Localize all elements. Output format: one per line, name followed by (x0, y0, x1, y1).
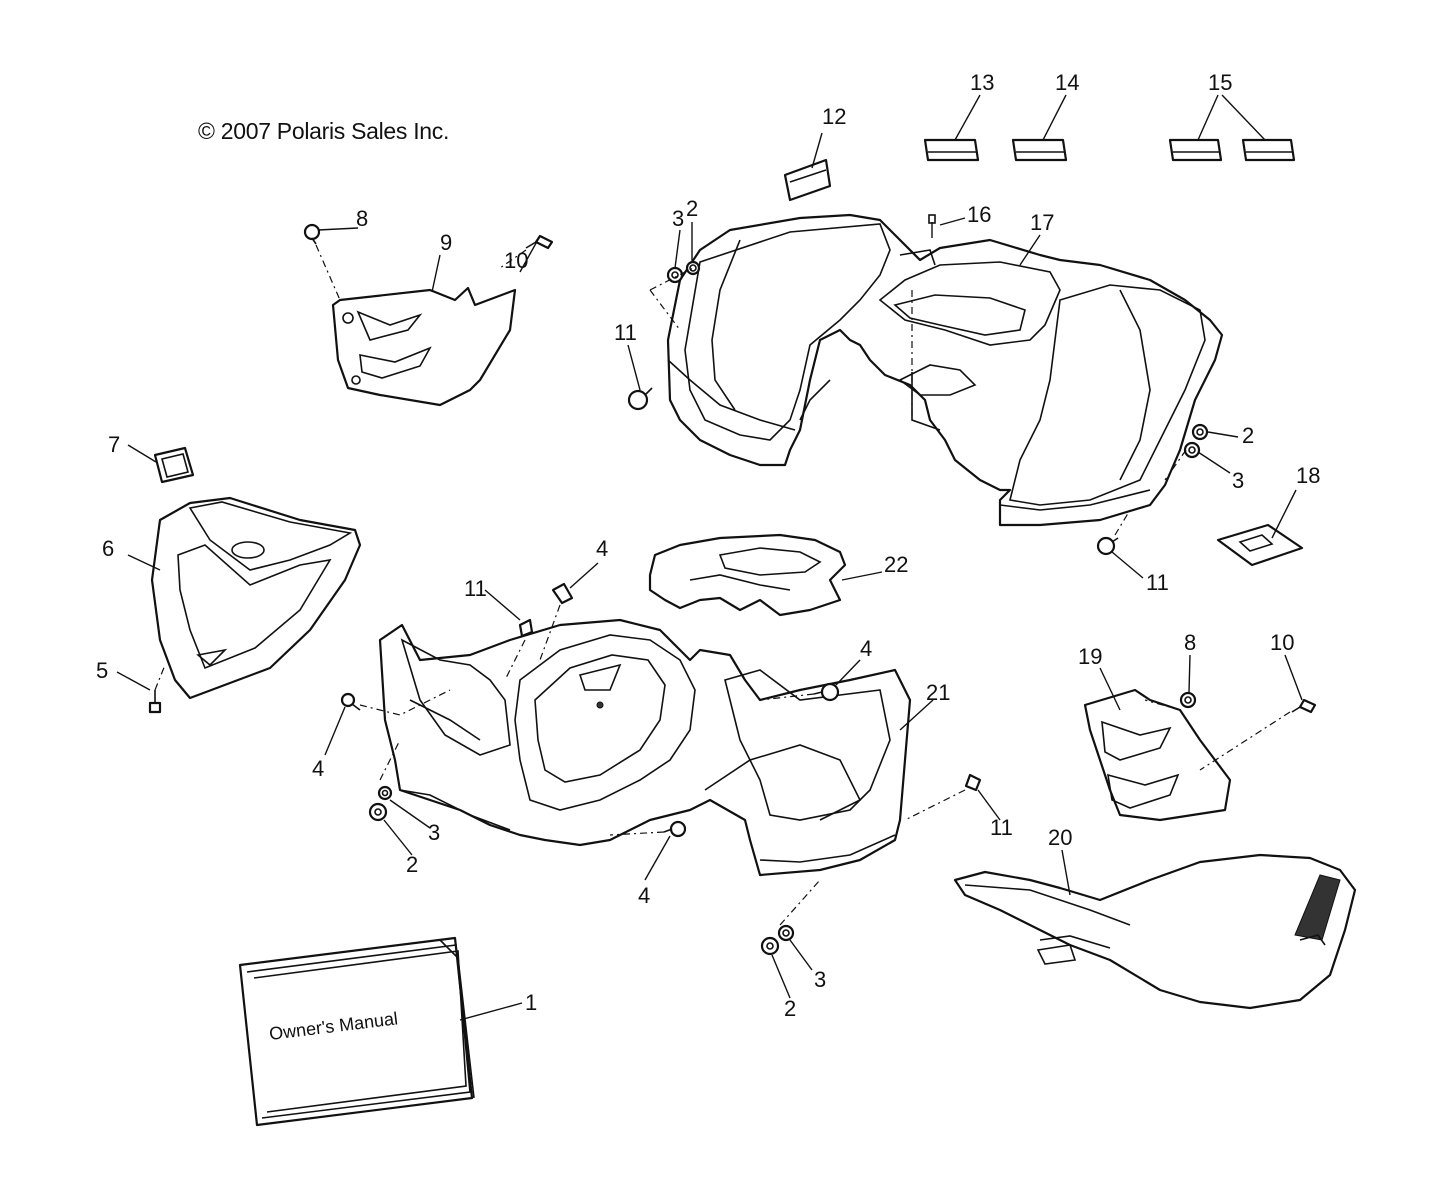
callout-4-lower: 4 (638, 883, 650, 908)
callout-2-bottom: 2 (784, 996, 796, 1021)
alignment-lines (154, 244, 1291, 926)
callout-20: 20 (1048, 825, 1072, 850)
part-12-bracket (783, 158, 832, 202)
callout-11-mid: 11 (464, 576, 487, 601)
part-15-decal-left (1168, 138, 1223, 162)
callout-3-bottom: 3 (814, 967, 826, 992)
callout-18: 18 (1296, 463, 1320, 488)
callout-3-lower: 3 (428, 820, 440, 845)
callout-1: 1 (525, 990, 537, 1015)
leader-lines (116, 94, 1303, 1021)
callout-16: 16 (967, 202, 991, 227)
callout-7: 7 (108, 432, 120, 457)
part-14-decal (1011, 138, 1068, 162)
front-fender-assembly (378, 618, 912, 877)
callout-14: 14 (1055, 70, 1079, 95)
part-15-decal-right (1241, 138, 1296, 162)
rear-fender-assembly (666, 213, 1224, 527)
callout-21: 21 (926, 680, 950, 705)
callout-4-left: 4 (312, 756, 324, 781)
callout-11-upper: 11 (614, 320, 637, 345)
callout-22: 22 (884, 552, 908, 577)
callout-11-right: 11 (1146, 570, 1169, 595)
part-22-center-panel (648, 533, 847, 617)
callout-9: 9 (440, 230, 452, 255)
callout-17: 17 (1030, 210, 1054, 235)
callout-11-lower: 11 (990, 815, 1013, 840)
copyright-notice: © 2007 Polaris Sales Inc. (198, 118, 450, 144)
callout-10-upper: 10 (504, 248, 528, 273)
callout-12: 12 (822, 104, 846, 129)
part-20-seat (953, 853, 1357, 1010)
hardware (148, 223, 1317, 956)
callout-10-right: 10 (1270, 630, 1294, 655)
callout-2-upper: 2 (686, 196, 698, 221)
callout-2-lower: 2 (406, 852, 418, 877)
callout-8-right: 8 (1184, 630, 1196, 655)
part-18-plate (1216, 523, 1304, 567)
part-9-side-panel (331, 286, 517, 407)
callout-13: 13 (970, 70, 994, 95)
callout-labels: 1 12 13 14 15 16 17 8 9 10 3 2 11 2 3 18… (96, 70, 1320, 1021)
part-13-decal (923, 138, 980, 162)
callout-4-top: 4 (596, 536, 608, 561)
part-6-front-nose (150, 496, 362, 700)
callout-15: 15 (1208, 70, 1232, 95)
callout-6: 6 (102, 536, 114, 561)
callout-3-upper: 3 (672, 206, 684, 231)
part-7-cap (153, 446, 195, 484)
callout-3-right: 3 (1232, 468, 1244, 493)
part-19-side-panel (1083, 688, 1232, 822)
part-1-owners-manual: Owner's Manual (238, 936, 475, 1127)
callout-2-right: 2 (1242, 423, 1254, 448)
callout-5: 5 (96, 658, 108, 683)
callout-4-right: 4 (860, 636, 872, 661)
callout-8-upper: 8 (356, 206, 368, 231)
callout-19: 19 (1078, 644, 1102, 669)
